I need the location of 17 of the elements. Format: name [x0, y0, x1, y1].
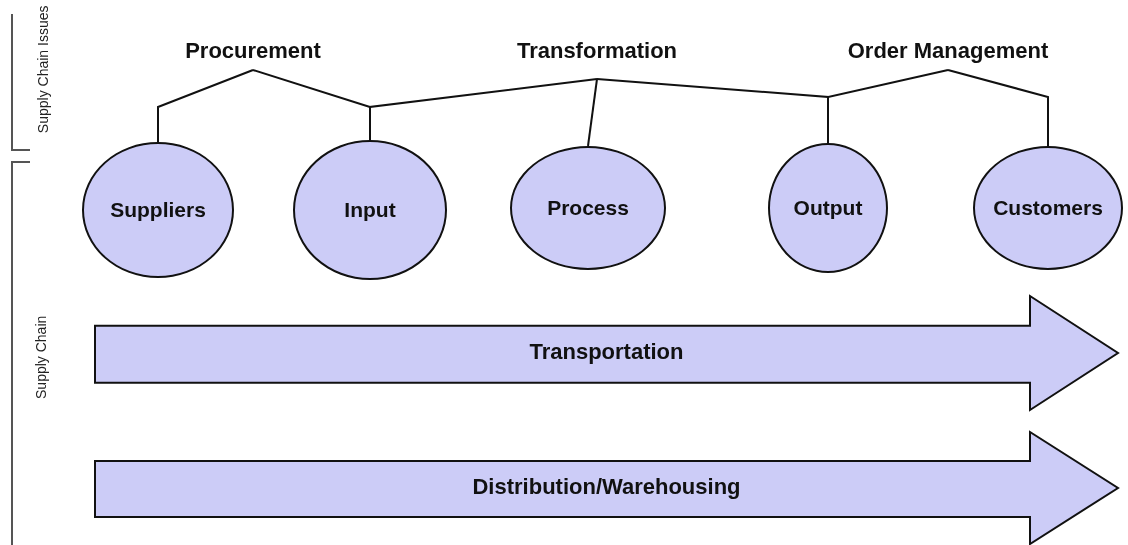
connector-line: [587, 78, 598, 147]
stage-ellipse: Customers: [973, 146, 1123, 270]
stage-ellipse: Output: [768, 143, 888, 273]
connector-line: [947, 69, 1049, 147]
arrow-label: Transportation: [528, 339, 685, 365]
connector-line: [827, 69, 949, 144]
stage-ellipse: Process: [510, 146, 666, 270]
group-heading: Procurement: [185, 38, 321, 64]
group-heading: Transformation: [516, 38, 678, 64]
bracket-label: Supply Chain Issues: [35, 4, 51, 135]
bracket-label: Supply Chain: [33, 314, 49, 401]
group-heading: Order Management: [847, 38, 1049, 64]
arrow-label: Distribution/Warehousing: [471, 474, 742, 500]
connector-line: [369, 78, 598, 141]
stage-ellipse: Suppliers: [82, 142, 234, 278]
stage-ellipse: Input: [293, 140, 447, 280]
connector-line: [157, 69, 254, 143]
